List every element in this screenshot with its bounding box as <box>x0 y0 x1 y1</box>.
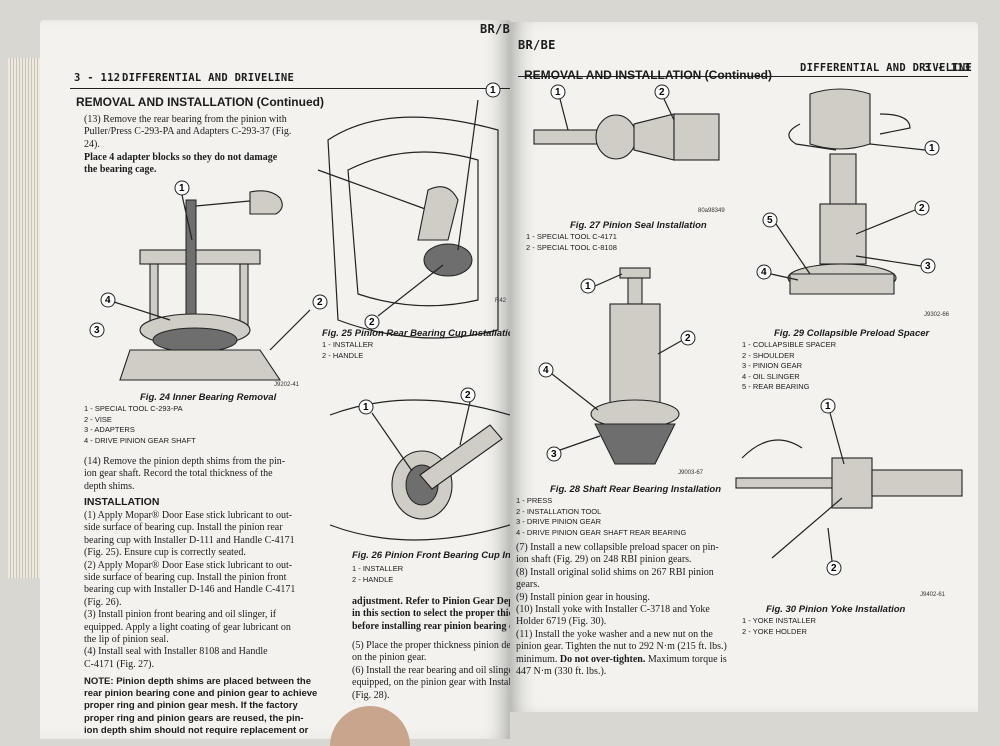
left-page: 3 - 112 DIFFERENTIAL AND DRIVELINE BR/BE… <box>40 20 510 739</box>
fig26-pinion-front-bearing-cup-illustration: 1 2 <box>329 387 510 541</box>
left-page-number: 3 - 112 <box>74 72 121 84</box>
fig27-code: 80a98349 <box>698 208 725 214</box>
fig24-callout-1: 1 <box>179 183 185 194</box>
left-header-corner: BR/BE <box>480 22 510 36</box>
fig29-callout-4: 4 <box>761 267 767 278</box>
fig24-code: J9202-41 <box>274 382 300 388</box>
fig29-callout-2: 2 <box>919 203 925 214</box>
fig30-caption: Fig. 30 Pinion Yoke Installation <box>766 604 906 615</box>
fig27-legend: 1 - SPECIAL TOOL C-4171 2 - SPECIAL TOOL… <box>526 232 617 252</box>
fig28-callout-1: 1 <box>585 281 591 292</box>
fig25-legend: 1 - INSTALLER 2 - HANDLE <box>322 340 374 360</box>
fig30-callout-1: 1 <box>825 401 831 412</box>
fig28-callout-3: 3 <box>551 449 557 460</box>
caution-adapter-blocks: Place 4 adapter blocks so they do not da… <box>84 152 278 176</box>
fig24-callout-3: 3 <box>94 325 100 336</box>
fig29-code: J9302-66 <box>924 312 950 318</box>
fig24-inner-bearing-removal-illustration: 1 2 3 4 <box>89 180 328 381</box>
fig26-callout-2: 2 <box>465 390 471 401</box>
fig24-callout-2: 2 <box>317 297 323 308</box>
pinion-depth-refer-text: adjustment. Refer to Pinion Gear Depth i… <box>352 596 510 632</box>
fig24-callout-4: 4 <box>105 295 111 306</box>
right-page: BR/BE DIFFERENTIAL AND DRIVELINE 3 - 113… <box>510 22 978 712</box>
steps-7-11: (7) Install a new collapsible preload sp… <box>516 542 727 678</box>
fig27-callout-2: 2 <box>659 87 665 98</box>
fig28-callout-2: 2 <box>685 333 691 344</box>
fig29-callout-1: 1 <box>929 143 935 154</box>
right-header-rule <box>518 76 968 77</box>
step-14: (14) Remove the pinion depth shims from … <box>84 456 286 492</box>
fig29-collapsible-preload-spacer-illustration: 1 2 3 4 5 <box>756 88 940 295</box>
fig28-caption: Fig. 28 Shaft Rear Bearing Installation <box>550 484 722 495</box>
fig25-callout-1: 1 <box>490 85 496 96</box>
fig28-code: J9003-67 <box>678 470 704 476</box>
right-page-number: 3 - 113 <box>924 62 971 74</box>
step-13: (13) Remove the rear bearing from the pi… <box>84 114 292 150</box>
fig26-legend: 1 - INSTALLER 2 - HANDLE <box>352 564 404 584</box>
fig29-callout-5: 5 <box>767 215 773 226</box>
fig27-caption: Fig. 27 Pinion Seal Installation <box>570 220 707 231</box>
right-header-title: DIFFERENTIAL AND DRIVELINE <box>800 62 973 74</box>
fig25-code: R42 <box>495 298 507 304</box>
fig28-shaft-rear-bearing-illustration: 1 2 3 4 <box>538 267 696 465</box>
installation-heading: INSTALLATION <box>84 496 160 508</box>
fig26-callout-1: 1 <box>363 402 369 413</box>
fig30-callout-2: 2 <box>831 563 837 574</box>
fig27-pinion-seal-illustration: 1 2 <box>533 84 720 161</box>
left-header-title: DIFFERENTIAL AND DRIVELINE <box>122 72 295 84</box>
fig24-caption: Fig. 24 Inner Bearing Removal <box>140 392 277 403</box>
fig26-caption: Fig. 26 Pinion Front Bearing Cup Install… <box>352 550 510 561</box>
fig28-callout-4: 4 <box>543 365 549 376</box>
left-section-title: REMOVAL AND INSTALLATION (Continued) <box>76 95 324 109</box>
fig29-callout-3: 3 <box>925 261 931 272</box>
fig30-pinion-yoke-illustration: 1 2 <box>735 398 963 576</box>
steps-5-6: (5) Place the proper thickness pinion de… <box>352 640 510 701</box>
fig25-pinion-rear-bearing-cup-illustration: 1 2 <box>317 82 501 339</box>
fig29-legend: 1 - COLLAPSIBLE SPACER 2 - SHOULDER 3 - … <box>742 340 837 391</box>
right-header-corner: BR/BE <box>518 38 556 52</box>
fig25-caption: Fig. 25 Pinion Rear Bearing Cup Installa… <box>322 328 510 339</box>
fig27-callout-1: 1 <box>555 87 561 98</box>
left-header-rule <box>70 88 510 89</box>
fig28-legend: 1 - PRESS 2 - INSTALLATION TOOL 3 - DRIV… <box>516 496 687 537</box>
fig30-legend: 1 - YOKE INSTALLER 2 - YOKE HOLDER <box>742 616 816 636</box>
pinion-shim-note: NOTE: Pinion depth shims are placed betw… <box>84 676 318 736</box>
fig25-callout-2: 2 <box>369 317 375 328</box>
fig29-caption: Fig. 29 Collapsible Preload Spacer <box>774 328 930 339</box>
fig30-code: J9402-61 <box>920 592 946 598</box>
installation-steps: (1) Apply Mopar® Door Ease stick lubrica… <box>84 510 296 670</box>
fig24-legend: 1 - SPECIAL TOOL C-293-PA 2 - VISE 3 - A… <box>84 404 196 445</box>
right-section-title: REMOVAL AND INSTALLATION (Continued) <box>524 68 772 82</box>
